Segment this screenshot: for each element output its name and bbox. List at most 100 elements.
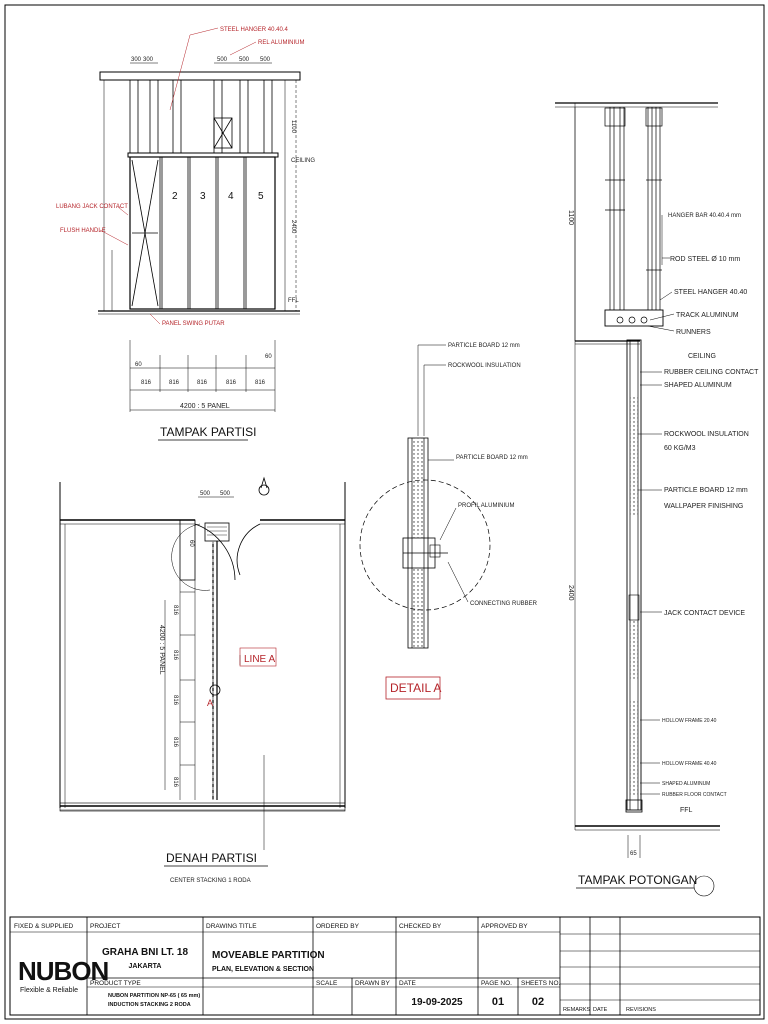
detail-label: PARTICLE BOARD 12 mm: [456, 455, 528, 461]
section-label-wallpaper: WALLPAPER FINISHING: [664, 503, 743, 510]
sheet-border: [4, 4, 765, 1020]
tb-fixed-supplied: FIXED & SUPPLIED: [14, 923, 74, 930]
plan-dim-total: 4200 : 5 PANEL: [158, 625, 165, 675]
section-label-runners: RUNNERS: [676, 329, 711, 336]
detail-label: CONNECTING RUBBER: [470, 601, 538, 607]
section-dim-upper: 1100: [567, 210, 574, 225]
panel-number: 2: [172, 191, 178, 202]
section-label-rockwool-density: 60 KG/M3: [664, 445, 696, 452]
dim-panel: 816: [169, 380, 180, 386]
detail-label: PROFIL ALUMINIUM: [458, 503, 514, 509]
section-label-jack: JACK CONTACT DEVICE: [664, 610, 745, 617]
dim-top: 500: [260, 57, 271, 63]
section-labels: HANGER BAR 40.40.4 mm ROD STEEL Ø 10 mm …: [567, 210, 759, 887]
label-rel-aluminium: REL ALUMINIUM: [258, 40, 304, 46]
tb-project-header: PROJECT: [90, 923, 120, 930]
elevation-labels: STEEL HANGER 40.40.4 REL ALUMINIUM LUBAN…: [56, 27, 315, 439]
plan-view: [59, 476, 346, 850]
tb-ordered-by: ORDERED BY: [316, 923, 360, 930]
dim-top: 500: [239, 57, 250, 63]
plan-dim-top: 500: [220, 491, 231, 497]
dim-top: 300: [143, 57, 154, 63]
section-label-rubber-floor: RUBBER FLOOR CONTACT: [662, 792, 727, 798]
panel-number: 3: [200, 191, 206, 202]
dim-panel: 816: [197, 380, 208, 386]
label-panel-swing: PANEL SWING PUTAR: [162, 321, 225, 327]
dim-panel: 816: [226, 380, 237, 386]
section-label-steel-hanger: STEEL HANGER 40.40: [674, 289, 747, 296]
title-block: [9, 916, 761, 1016]
plan-dim-side: 816: [172, 695, 178, 706]
tb-drawing-title-header: DRAWING TITLE: [206, 923, 257, 930]
plan-labels: 500 500 60 816 816 816 816 816 4200 : 5 …: [158, 491, 275, 884]
tb-revisions-header: REVISIONS: [626, 1007, 656, 1013]
nubon-logo: NUBON: [18, 956, 109, 986]
tb-scale-header: SCALE: [316, 980, 338, 987]
tb-date: 19-09-2025: [411, 997, 463, 1008]
dim-left-offset: 60: [135, 362, 142, 368]
detail-label: ROCKWOOL INSULATION: [448, 363, 521, 369]
tb-product-2: INDUCTION STACKING 2 RODA: [108, 1002, 191, 1008]
tb-date-header: DATE: [399, 980, 417, 987]
dim-top: 300: [131, 57, 142, 63]
label-steel-hanger: STEEL HANGER 40.40.4: [220, 27, 288, 33]
panel-number: 5: [258, 191, 264, 202]
section-label-ceiling: CEILING: [688, 353, 716, 360]
section-dim-lower: 2400: [567, 585, 574, 601]
detail-a: [359, 344, 491, 649]
dim-panel: 816: [255, 380, 266, 386]
tb-sheets-no: 02: [532, 996, 544, 1008]
plan-dim-side: 816: [172, 650, 178, 661]
detail-title: DETAIL A: [390, 681, 441, 695]
section-label-hanger-bar: HANGER BAR 40.40.4 mm: [668, 213, 741, 219]
detail-label: PARTICLE BOARD 12 mm: [448, 343, 520, 349]
nubon-tagline: Flexible & Reliable: [20, 987, 78, 994]
dim-top: 500: [217, 57, 228, 63]
plan-line-label: LINE A: [244, 654, 275, 665]
tb-date2-header: DATE: [593, 1007, 608, 1013]
tb-drawn-by-header: DRAWN BY: [355, 980, 390, 987]
tb-project-city: JAKARTA: [129, 963, 162, 970]
plan-dim-top: 500: [200, 491, 211, 497]
tb-project-name: GRAHA BNI LT. 18: [102, 947, 189, 958]
section-label-shaped-aluminum: SHAPED ALUMINUM: [664, 382, 732, 389]
dim-panel: 816: [141, 380, 152, 386]
dim-height-upper: 1100: [290, 120, 296, 134]
plan-title: DENAH PARTISI: [166, 851, 257, 865]
plan-dim-start: 60: [188, 540, 194, 547]
tb-remarks-header: REMARKS: [563, 1007, 591, 1013]
section-label-rockwool: ROCKWOOL INSULATION: [664, 431, 749, 438]
label-lubang-jack: LUBANG JACK CONTACT: [56, 204, 128, 210]
plan-dim-side: 816: [172, 605, 178, 616]
section-title: TAMPAK POTONGAN: [578, 873, 697, 887]
detail-a-labels: PARTICLE BOARD 12 mm ROCKWOOL INSULATION…: [390, 343, 538, 695]
dim-right-offset: 60: [265, 354, 272, 360]
tb-page-no: 01: [492, 996, 504, 1008]
plan-dim-side: 816: [172, 777, 178, 788]
plan-section-mark: A: [207, 698, 213, 708]
tb-checked-by: CHECKED BY: [399, 923, 442, 930]
tb-product-type-header: PRODUCT TYPE: [90, 980, 141, 987]
tb-page-no-header: PAGE NO.: [481, 980, 512, 987]
section-label-rubber-ceiling: RUBBER CEILING CONTACT: [664, 369, 759, 376]
elevation-title: TAMPAK PARTISI: [160, 425, 256, 439]
dim-height-lower: 2400: [290, 220, 296, 234]
plan-subtitle: CENTER STACKING 1 RODA: [170, 878, 251, 884]
tb-product-1: NUBON PARTITION NP-65 ( 65 mm): [108, 993, 200, 999]
section-dim-bottom: 65: [630, 851, 637, 857]
tb-drawing-title-2: PLAN, ELEVATION & SECTION: [212, 966, 314, 973]
panel-number: 4: [228, 191, 234, 202]
tb-drawing-title-1: MOVEABLE PARTITION: [212, 950, 325, 961]
label-flush-handle: FLUSH HANDLE: [60, 228, 106, 234]
section-label-track: TRACK ALUMINUM: [676, 312, 739, 319]
section-label-hollow-4040: HOLLOW FRAME 40.40: [662, 761, 717, 767]
section-label-particle-board: PARTICLE BOARD 12 mm: [664, 487, 748, 494]
title-block-text: FIXED & SUPPLIED PROJECT DRAWING TITLE O…: [14, 923, 656, 1013]
elevation-view: [98, 27, 301, 412]
tb-approved-by: APPROVED BY: [481, 923, 528, 930]
section-label-ffl: FFL: [680, 807, 693, 814]
section-label-shaped-aluminum-2: SHAPED ALUMINUM: [662, 781, 710, 787]
label-ffl: FFL: [288, 298, 299, 304]
dim-total: 4200 : 5 PANEL: [180, 403, 230, 410]
